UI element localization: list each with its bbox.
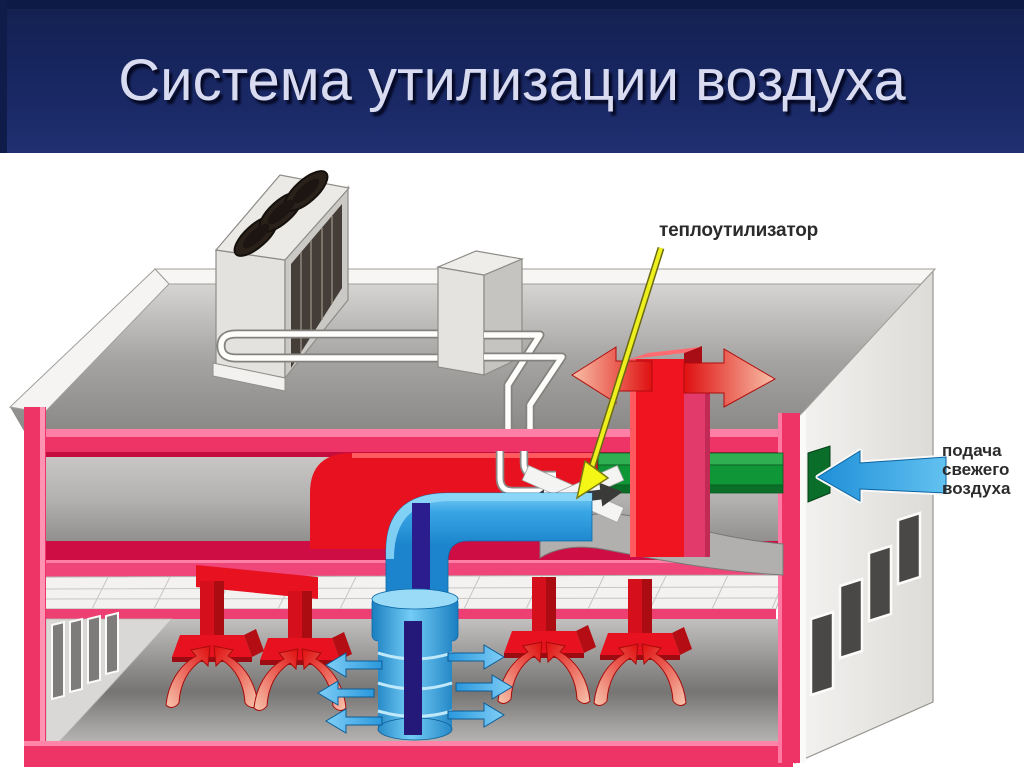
fresh-air-arrow <box>817 450 947 502</box>
condenser-grille <box>291 204 342 368</box>
parapet-right <box>797 268 936 418</box>
header-top-edge <box>0 0 1024 9</box>
rooftop-chiller-unit <box>212 170 351 392</box>
wall-cut-highlight <box>799 411 806 763</box>
supply-air-outlet-unit <box>371 588 459 741</box>
exhaust-riser <box>630 346 710 557</box>
slide-title: Система утилизации воздуха <box>118 48 906 113</box>
right-cut-edge <box>778 413 800 763</box>
label-heat-recovery: теплоутилизатор <box>659 220 819 241</box>
left-wall-windows <box>51 611 119 701</box>
rooftop-fan-box <box>435 250 525 376</box>
building-diagram <box>8 170 949 767</box>
facade-windows <box>809 511 922 697</box>
diagram-canvas: теплоутилизатор подача свежего воздуха <box>0 153 1024 767</box>
heat-recovery-pointer <box>575 246 665 500</box>
label-fresh-air-supply: подача свежего воздуха <box>942 441 1010 498</box>
exhaust-arrow-right <box>683 348 777 408</box>
label-fresh-air-line3: воздуха <box>942 479 1011 498</box>
fresh-air-intake <box>807 445 949 504</box>
exterior-right-wall <box>794 269 934 764</box>
chiller-fans <box>233 170 329 257</box>
label-fresh-air-line2: свежего <box>942 460 1010 479</box>
slide-header: Система утилизации воздуха <box>0 0 1024 153</box>
label-fresh-air-line1: подача <box>942 441 1002 460</box>
header-left-edge <box>0 0 7 153</box>
refrigerant-pipes <box>216 329 446 363</box>
